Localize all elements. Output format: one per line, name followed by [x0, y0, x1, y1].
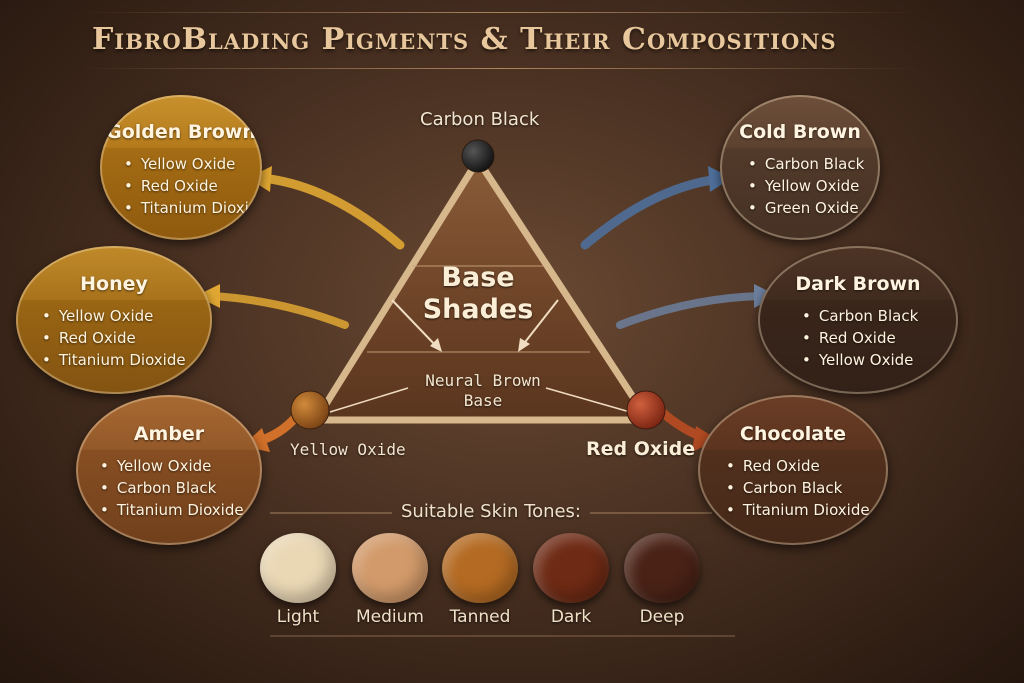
pigment-name: Chocolate: [739, 423, 847, 445]
ingredient: Titanium Dioxide: [124, 197, 262, 219]
pigment-name: Honey: [80, 273, 148, 296]
arrow-dark-brown: [616, 292, 764, 329]
ingredient: Red Oxide: [802, 327, 958, 349]
skin-tones-heading: Suitable Skin Tones:: [401, 501, 581, 522]
skin-tone-swatch-dark: [533, 533, 609, 603]
pigment-name: Dark Brown: [795, 273, 921, 296]
ingredient: Red Oxide: [42, 327, 212, 349]
inner-arrow-right: [545, 387, 631, 413]
pigment-name: Amber: [133, 423, 205, 445]
ingredient: Green Oxide: [748, 197, 880, 219]
base-shades-triangle: [312, 156, 652, 424]
inner-arrow-left: [329, 387, 409, 413]
skin-tone-swatch-deep: [624, 533, 700, 603]
skin-tone-swatch-medium: [352, 533, 428, 603]
ingredient: Yellow Oxide: [748, 175, 880, 197]
inner-arrow-top-left: [391, 299, 439, 349]
pigment-cold-brown: Cold Brown Carbon Black Yellow Oxide Gre…: [720, 95, 880, 240]
pigment-golden-brown: Golden Brown Yellow Oxide Red Oxide Tita…: [100, 95, 262, 240]
inner-arrow-top-right: [521, 299, 559, 347]
base-shades-line2: Shades: [422, 294, 534, 325]
skin-tone-label: Medium: [356, 607, 424, 627]
inner-arrowhead-top-left: [430, 338, 442, 352]
pigment-dark-brown: Dark Brown Carbon Black Red Oxide Yellow…: [758, 246, 958, 394]
pigment-name: Golden Brown: [106, 121, 256, 144]
arrow-cold-brown: [580, 175, 717, 250]
arrow-honey: [208, 292, 349, 329]
arrow-chocolate: [657, 407, 705, 441]
pigment-amber: Amber Yellow Oxide Carbon Black Titanium…: [76, 395, 262, 545]
neutral-base-line1: Neural Brown: [425, 371, 541, 390]
title-rule-bottom: [80, 68, 920, 69]
ingredient: Yellow Oxide: [124, 153, 262, 175]
vertex-label-red-oxide: Red Oxide: [586, 438, 696, 460]
ingredient: Carbon Black: [726, 477, 888, 499]
neutral-base-line2: Base: [463, 391, 503, 410]
ingredient: Red Oxide: [124, 175, 262, 197]
skin-tone-swatch-light: [260, 533, 336, 603]
pigment-honey: Honey Yellow Oxide Red Oxide Titanium Di…: [16, 246, 212, 394]
ingredient: Carbon Black: [802, 305, 958, 327]
skin-tone-label: Dark: [550, 607, 592, 627]
vertex-label-yellow-oxide: Yellow Oxide: [290, 440, 406, 459]
skin-tone-label: Tanned: [449, 607, 511, 627]
title-rule-top: [80, 12, 920, 13]
skin-tone-swatch-tanned: [442, 533, 518, 603]
inner-arrowhead-top-right: [518, 338, 530, 352]
ingredient: Red Oxide: [726, 455, 888, 477]
ingredient: Titanium Dioxide: [726, 499, 888, 521]
skin-tone-label: Light: [276, 607, 320, 627]
ingredient: Carbon Black: [100, 477, 262, 499]
base-shades-line1: Base: [441, 262, 515, 293]
arrowhead-cold-brown: [708, 166, 732, 192]
yellow-oxide-ball: [290, 390, 330, 430]
arrow-golden-brown: [257, 173, 405, 250]
ingredient: Yellow Oxide: [42, 305, 212, 327]
vertex-label-carbon-black: Carbon Black: [420, 109, 540, 130]
page-title: FibroBlading Pigments & Their Compositio…: [92, 22, 837, 57]
arrowhead-honey: [196, 284, 220, 308]
ingredient: Yellow Oxide: [100, 455, 262, 477]
pigment-chocolate: Chocolate Red Oxide Carbon Black Titaniu…: [698, 395, 888, 545]
red-oxide-ball: [626, 390, 666, 430]
ingredient: Yellow Oxide: [802, 349, 958, 371]
pigment-name: Cold Brown: [739, 121, 861, 144]
ingredient: Carbon Black: [748, 153, 880, 175]
skin-tone-label: Deep: [639, 607, 685, 627]
carbon-black-ball: [461, 139, 495, 173]
ingredient: Titanium Dioxide: [42, 349, 212, 371]
ingredient: Titanium Dioxide: [100, 499, 262, 521]
